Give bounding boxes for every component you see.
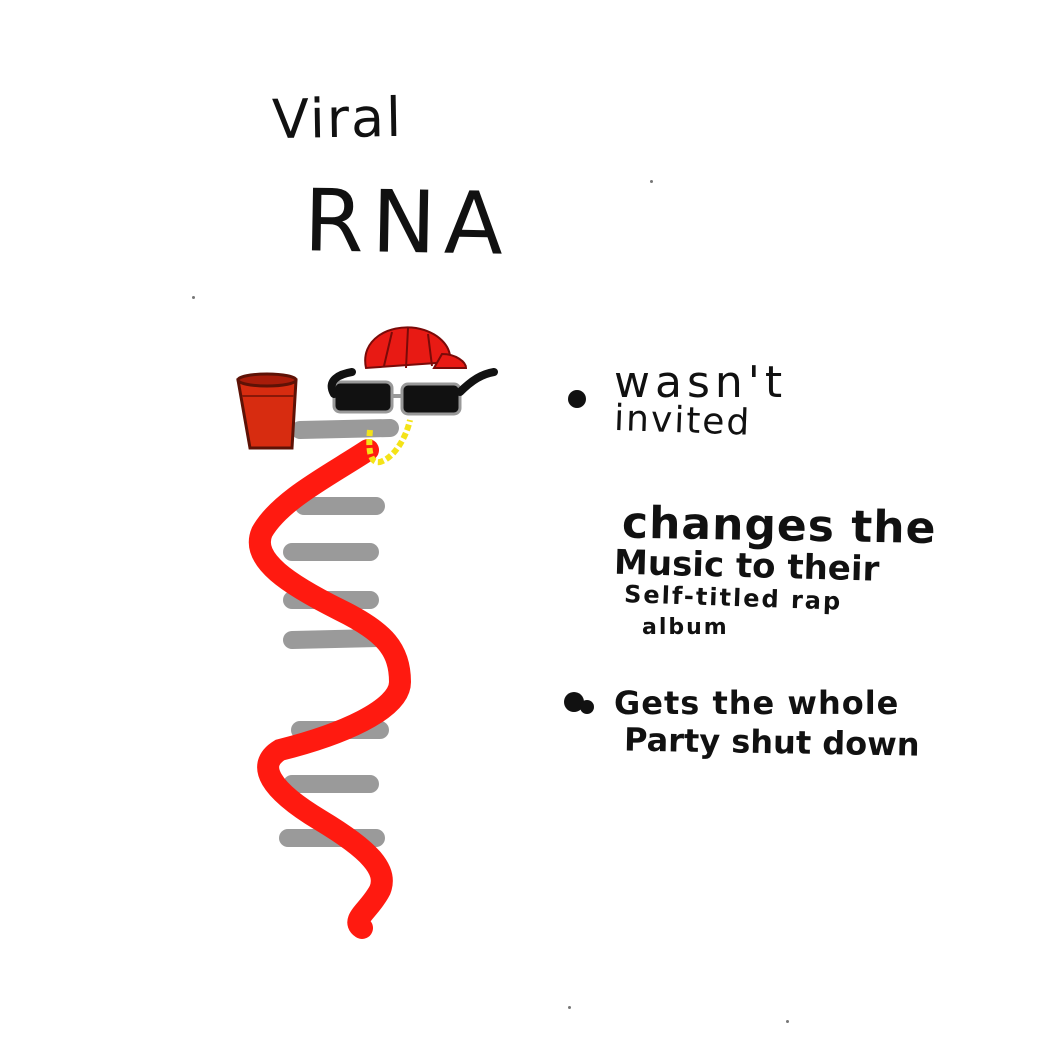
bullet-item: changes the Music to their Self-titled r… xyxy=(560,497,1020,712)
title-viral: Viral xyxy=(271,85,404,152)
bullet-text: Gets the whole xyxy=(614,684,900,723)
bullet-dot xyxy=(568,390,586,408)
speck xyxy=(568,1006,571,1009)
bullet-list: wasn't invited changes the Music to thei… xyxy=(560,357,1020,764)
bullet-text: Party shut down xyxy=(623,720,920,764)
bullet-item: wasn't invited xyxy=(560,357,1020,446)
bullet-dot xyxy=(580,700,594,715)
speck xyxy=(786,1020,789,1023)
speck xyxy=(650,180,653,183)
gold-chain-icon xyxy=(366,419,413,466)
bullet-text: invited xyxy=(613,398,753,444)
rung xyxy=(291,419,399,439)
rna-strand-icon xyxy=(249,439,412,939)
red-cup-icon xyxy=(236,372,298,450)
speck xyxy=(192,296,195,299)
sunglasses-icon xyxy=(327,368,498,416)
bullet-text: album xyxy=(642,615,729,641)
bullet-item: Gets the whole Party shut down xyxy=(560,684,1020,764)
rung xyxy=(283,629,387,649)
title-rna: RNA xyxy=(303,171,512,275)
rna-illustration xyxy=(236,326,498,939)
red-cap-icon xyxy=(364,326,468,370)
bullet-dot xyxy=(564,691,584,712)
